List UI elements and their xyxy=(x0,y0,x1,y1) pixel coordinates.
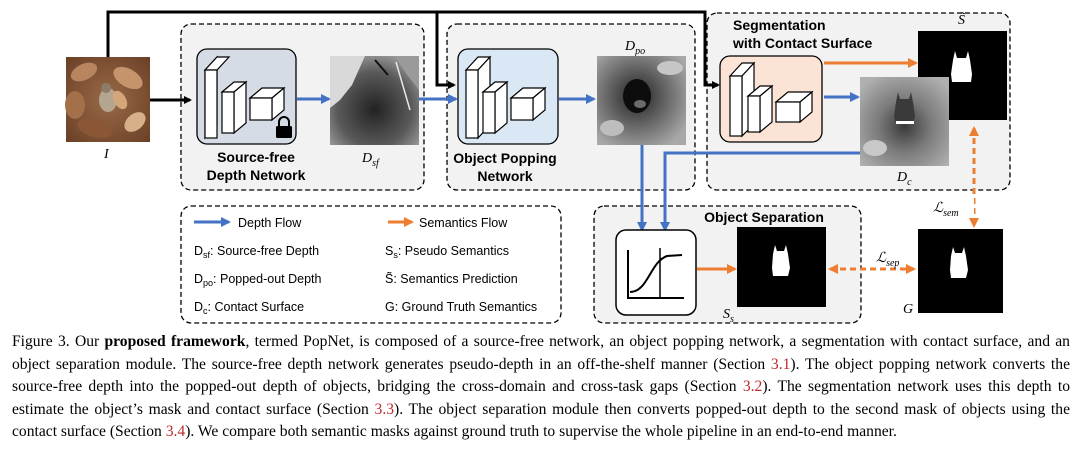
caption-text-1: , termed PopNet, is composed of a source… xyxy=(12,333,1070,373)
popping-title-line2: Network xyxy=(477,168,532,184)
segmentation-title-line1: Segmentation xyxy=(733,17,826,33)
segmentation-network-block xyxy=(719,55,823,143)
caption-figure-label: Figure 3. Our xyxy=(12,333,105,350)
figure-caption: Figure 3. Our proposed framework, termed… xyxy=(12,331,1070,444)
section-ref-link[interactable]: 3.1 xyxy=(770,355,791,373)
dc-label: Dc xyxy=(896,170,912,188)
source-free-network-block xyxy=(196,48,297,145)
section-ref-link[interactable]: 3.3 xyxy=(374,400,395,418)
ground-truth-image xyxy=(918,229,1003,313)
semantic-loss-label-bg xyxy=(930,196,974,218)
legend-depth-flow: Depth Flow xyxy=(238,216,302,230)
pseudo-semantics-image xyxy=(737,227,826,307)
s-tilde-label: S̃ xyxy=(958,12,966,28)
input-image xyxy=(65,57,150,142)
legend-dsf-definition: Dsf: Source-free Depth xyxy=(194,244,319,260)
skip-connection-line-2 xyxy=(435,12,456,89)
legend-g-definition: G: Ground Truth Semantics xyxy=(385,300,537,314)
source-free-title-line1: Source-free xyxy=(217,149,295,165)
lock-icon xyxy=(276,116,292,138)
section-ref-link[interactable]: 3.4 xyxy=(165,423,186,441)
legend-dpo-definition: Dpo: Popped-out Depth xyxy=(194,272,322,288)
ss-label: Ss xyxy=(723,307,734,325)
separation-loss-label: ℒsep xyxy=(876,251,899,269)
dpo-label: Dpo xyxy=(624,39,645,57)
legend-semantics-flow: Semantics Flow xyxy=(419,216,508,230)
caption-bold: proposed framework xyxy=(104,333,246,350)
sigmoid-function-icon xyxy=(615,229,697,316)
semantic-loss-label: ℒsem xyxy=(933,201,959,219)
source-free-depth-image xyxy=(330,56,419,145)
popped-out-depth-image xyxy=(597,56,686,145)
contact-surface-image xyxy=(860,77,949,166)
framework-diagram: I Source-free Depth Network Dsf xyxy=(65,10,1011,325)
source-free-title-line2: Depth Network xyxy=(207,167,306,183)
legend-ss-definition: Ss: Pseudo Semantics xyxy=(385,244,509,260)
object-separation-title: Object Separation xyxy=(704,209,824,225)
dsf-label: Dsf xyxy=(361,151,380,169)
caption-text-2: ). The object popping network converts t… xyxy=(12,355,1070,396)
segmentation-title-line2: with Contact Surface xyxy=(732,35,872,51)
caption-text-3: ). The segmentation network uses this de… xyxy=(12,378,1070,418)
legend-stilde-definition: S̃: Semantics Prediction xyxy=(385,271,518,286)
legend-box xyxy=(180,205,562,324)
contact-surface-arrow xyxy=(660,151,860,232)
popping-title-line1: Object Popping xyxy=(453,150,556,166)
section-ref-link[interactable]: 3.2 xyxy=(742,378,763,396)
legend-dc-definition: Dc: Contact Surface xyxy=(194,300,304,316)
caption-text-5: ). We compare both semantic masks agains… xyxy=(185,423,897,441)
skip-connection-line xyxy=(106,10,720,89)
input-label: I xyxy=(103,147,110,162)
g-label: G xyxy=(903,302,913,317)
caption-text-4: ). The object separation module then con… xyxy=(12,400,1070,441)
object-popping-network-block xyxy=(457,48,559,145)
